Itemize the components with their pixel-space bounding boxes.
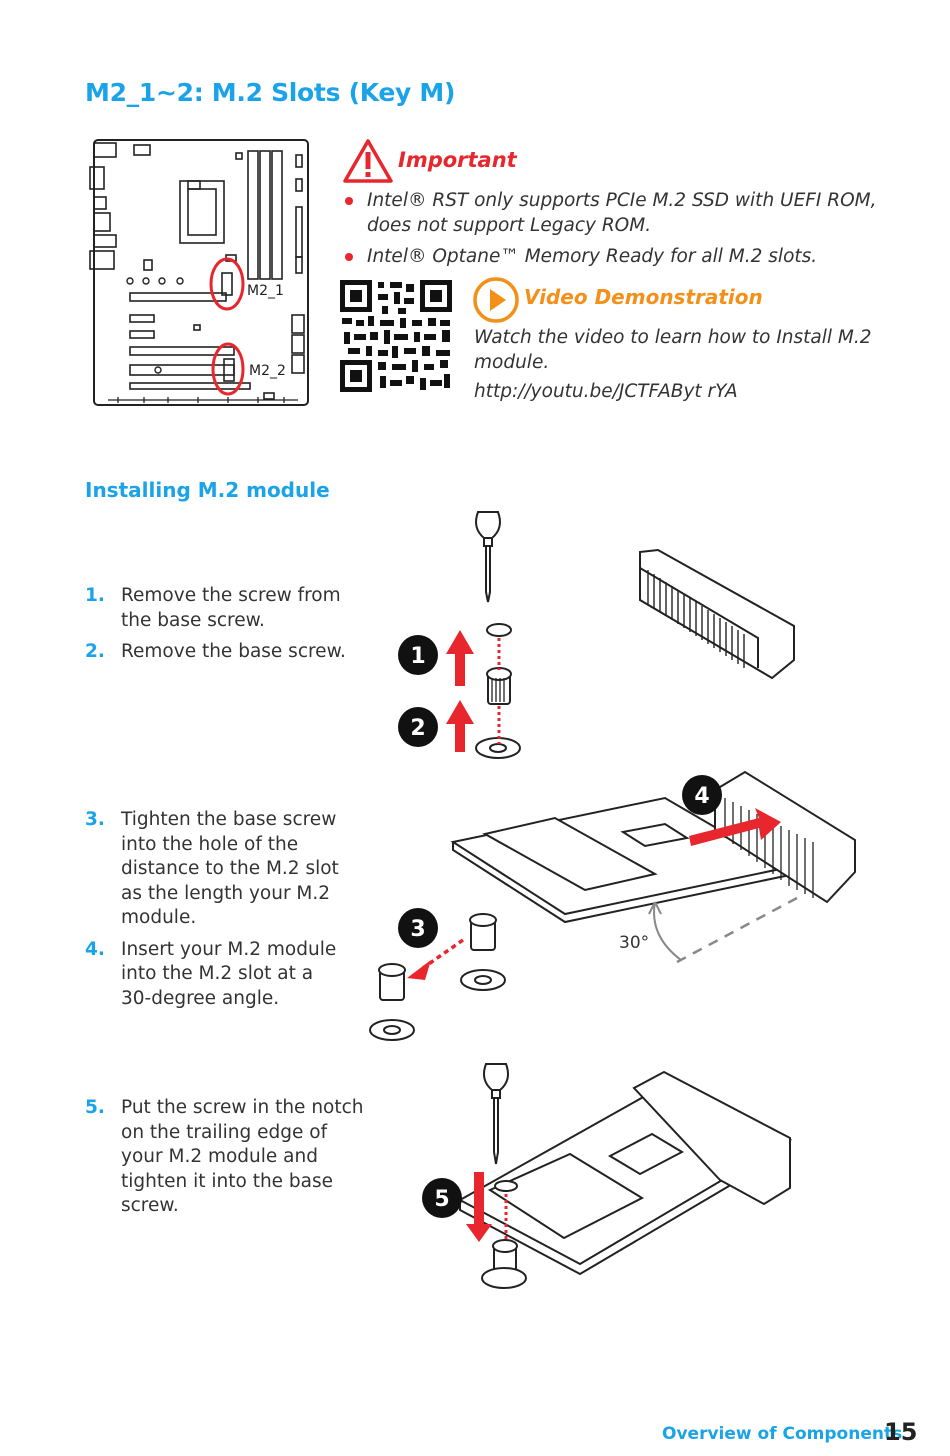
important-list: Intel® RST only supports PCIe M.2 SSD wi…	[345, 188, 885, 275]
badge-1: 1	[410, 644, 425, 669]
install-title: Installing M.2 module	[85, 478, 330, 502]
illustration-remove-screw: 1 2	[398, 511, 795, 759]
important-bullet: Intel® Optane™ Memory Ready for all M.2 …	[345, 244, 885, 269]
slot-label-m2-1: M2_1	[247, 283, 284, 299]
section-title: M2_1~2: M.2 Slots (Key M)	[85, 78, 456, 107]
badge-2: 2	[410, 716, 425, 741]
illustration-tighten-screw: 5	[422, 1063, 793, 1289]
video-title: Video Demonstration	[524, 285, 763, 309]
important-bullet: Intel® RST only supports PCIe M.2 SSD wi…	[345, 188, 885, 238]
steps-list-c: 5.Put the screw in the notch on the trai…	[85, 1096, 365, 1226]
play-icon[interactable]	[472, 276, 520, 324]
footer-section-label: Overview of Components	[662, 1424, 903, 1444]
badge-3: 3	[410, 917, 425, 942]
warning-icon	[343, 139, 393, 183]
illustration-insert-module: 30° 3 4	[369, 770, 856, 1041]
video-description: Watch the video to learn how to Install …	[474, 327, 872, 373]
qr-code[interactable]	[340, 280, 452, 392]
badge-5: 5	[434, 1187, 449, 1212]
slot-label-m2-2: M2_2	[249, 363, 286, 379]
step-item: 5.Put the screw in the notch on the trai…	[85, 1097, 364, 1216]
step-item: 3.Tighten the base screw into the hole o…	[85, 809, 339, 928]
angle-label: 30°	[619, 933, 649, 953]
steps-list-b: 3.Tighten the base screw into the hole o…	[85, 808, 345, 1018]
step-item: 4.Insert your M.2 module into the M.2 sl…	[85, 938, 337, 1009]
step-item: 2.Remove the base screw.	[85, 641, 346, 662]
important-title: Important	[398, 148, 517, 172]
badge-4: 4	[694, 784, 709, 809]
motherboard-diagram: M2_1 M2_2	[89, 139, 309, 406]
page-number: 15	[884, 1418, 918, 1446]
steps-list-a: 1.Remove the screw from the base screw. …	[85, 584, 355, 672]
step-item: 1.Remove the screw from the base screw.	[85, 585, 341, 631]
video-link[interactable]: http://youtu.be/JCTFAByt rYA	[474, 381, 738, 402]
